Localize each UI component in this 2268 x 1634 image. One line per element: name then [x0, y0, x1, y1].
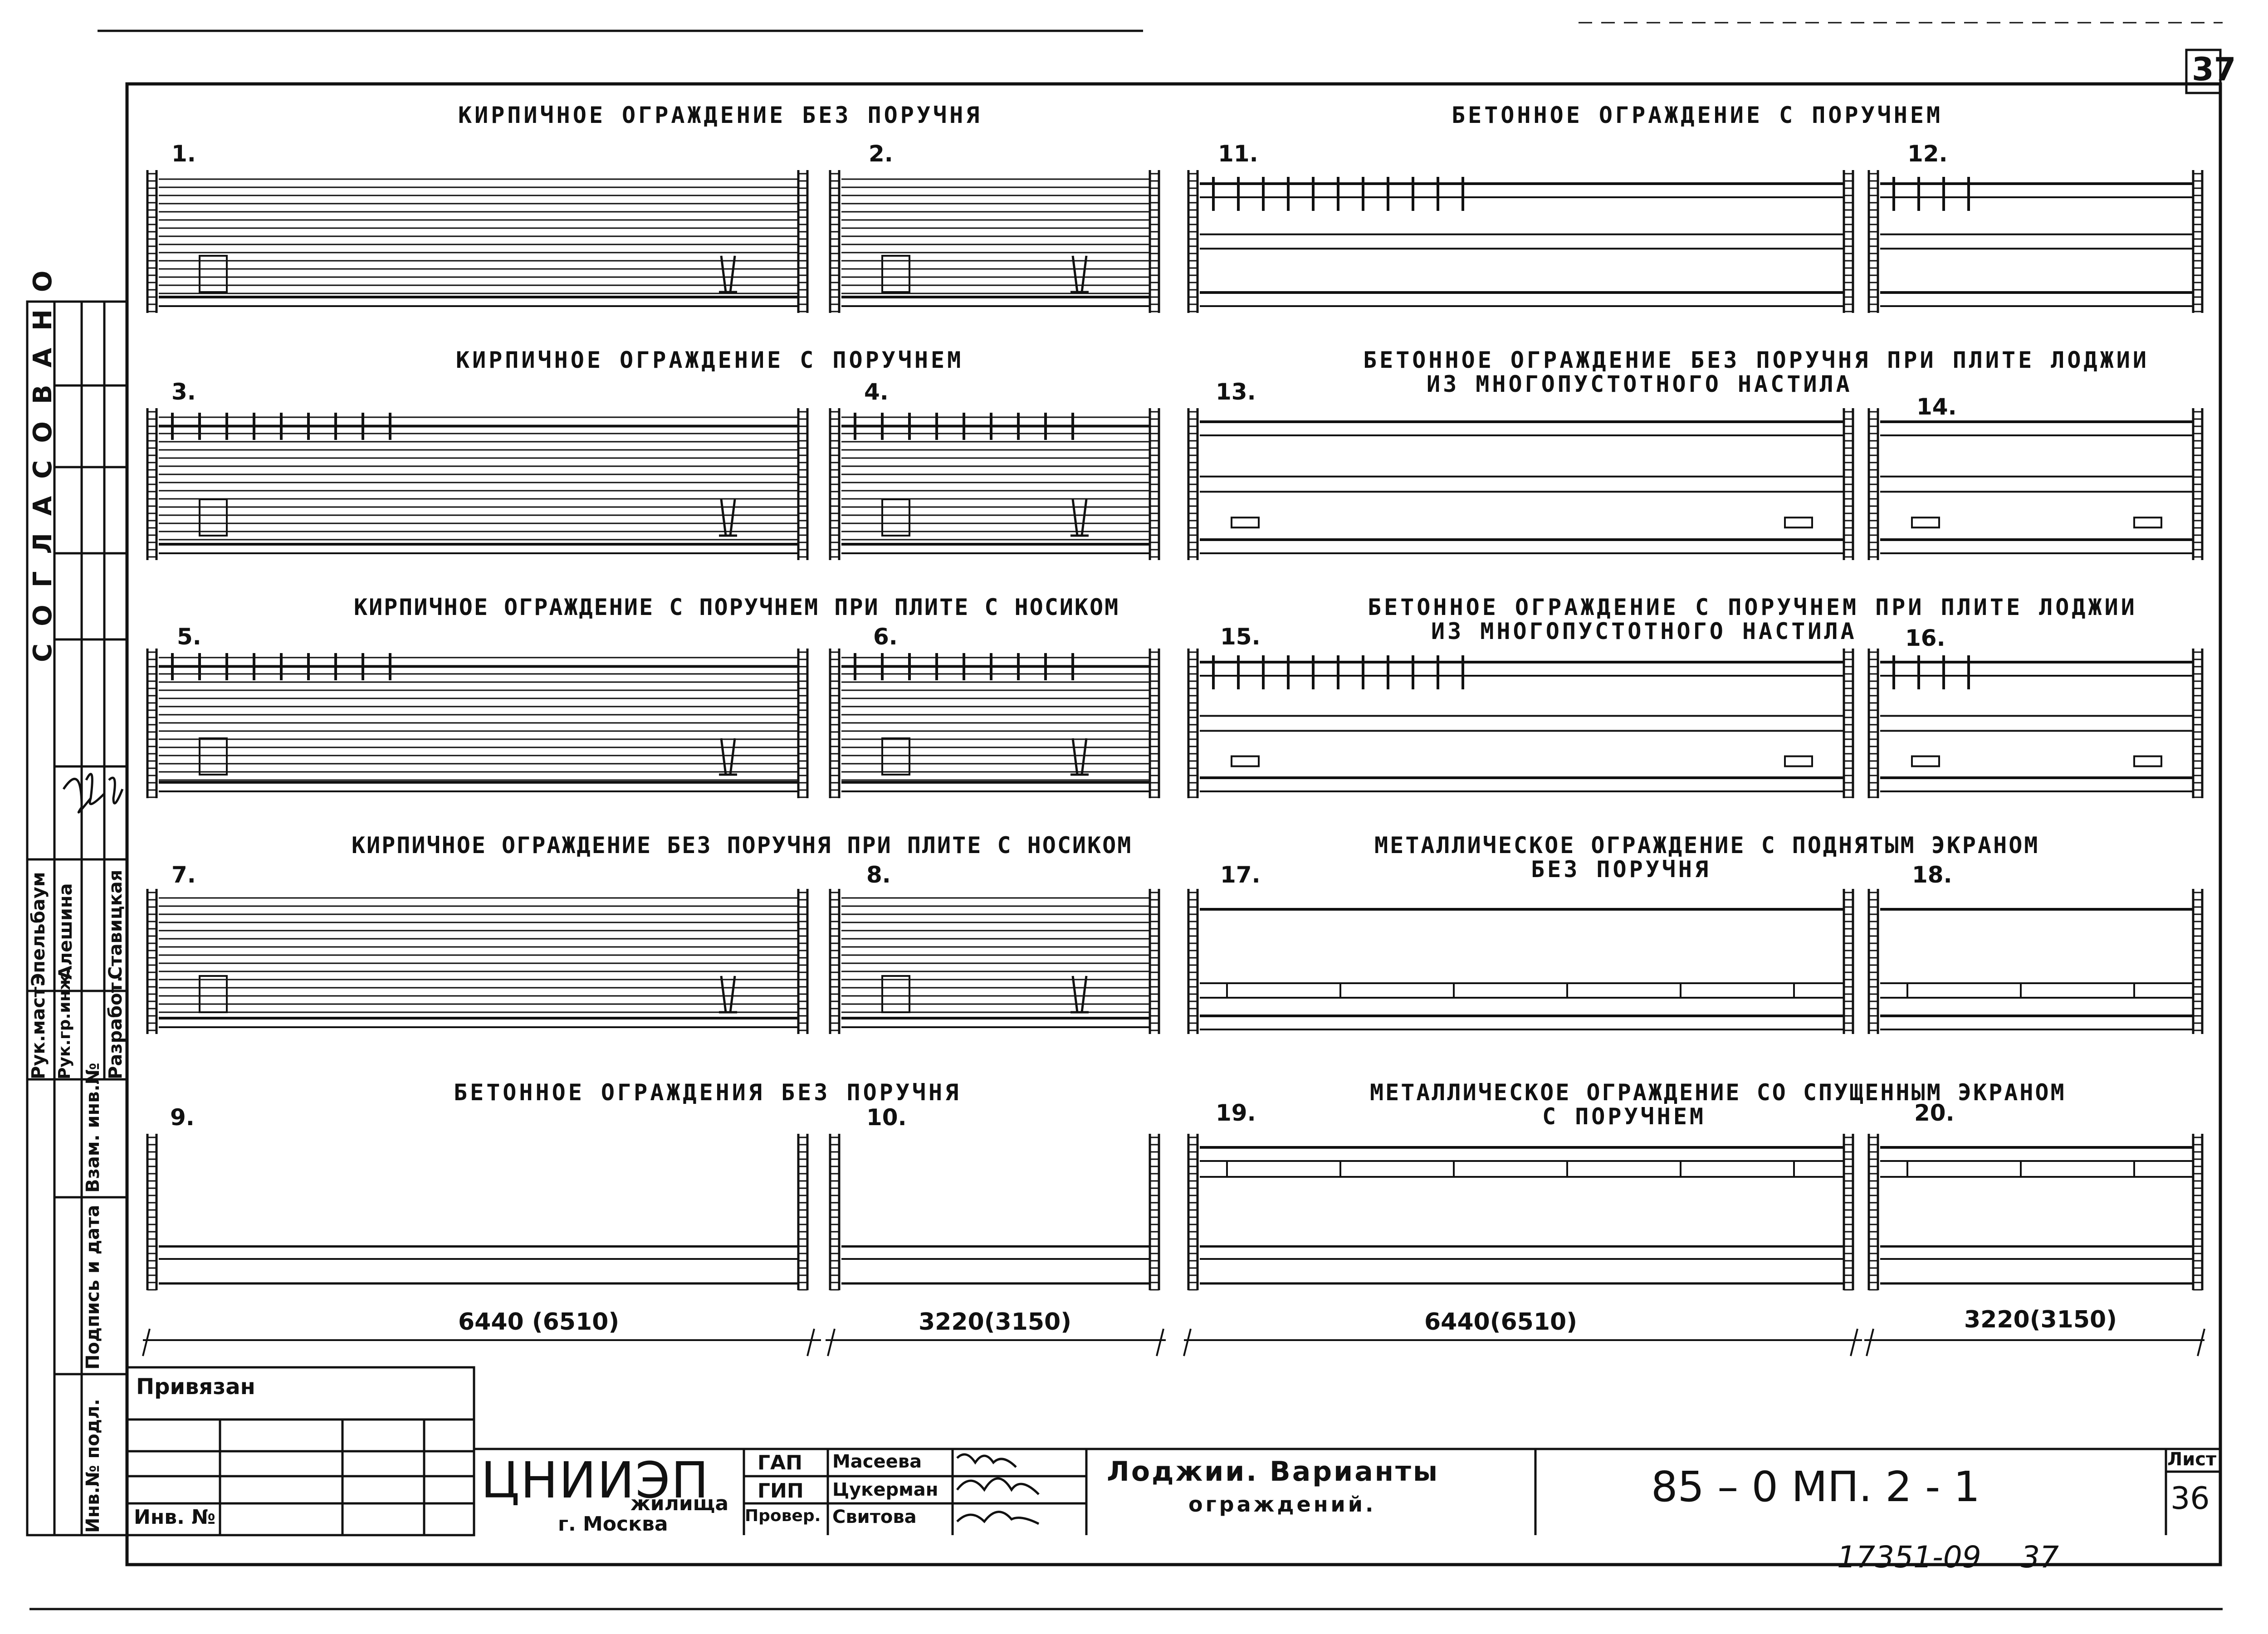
fence-panel-elevation — [1867, 408, 2204, 560]
fence-panel-elevation — [1867, 170, 2204, 313]
variant-number-12: 12. — [1907, 141, 1948, 167]
fence-panel-elevation — [146, 1134, 809, 1291]
signatures — [62, 773, 1040, 1525]
variant-number-4: 4. — [864, 379, 889, 405]
fence-panel-elevation — [829, 408, 1160, 560]
fence-panel-elevation — [1187, 889, 1854, 1034]
section-title-8: МЕТАЛЛИЧЕСКОЕ ОГРАЖДЕНИЕ С ПОДНЯТЫМ ЭКРА… — [1374, 832, 2040, 858]
dimension-label-3: 6440(6510) — [1424, 1308, 1577, 1336]
variant-number-18: 18. — [1912, 862, 1952, 888]
staff-name-svitova: Свитова — [832, 1507, 917, 1527]
variant-number-14: 14. — [1916, 394, 1957, 420]
section-title-9: БЕТОННОЕ ОГРАЖДЕНИЯ БЕЗ ПОРУЧНЯ — [454, 1079, 962, 1106]
fence-panel-elevation — [1187, 649, 1854, 798]
variant-number-2: 2. — [869, 141, 893, 167]
variant-number-11: 11. — [1218, 141, 1258, 167]
variant-number-1: 1. — [171, 141, 196, 167]
section-title-3: КИРПИЧНОЕ ОГРАЖДЕНИЕ С ПОРУЧНЕМ — [456, 347, 964, 373]
section-title-2: БЕТОННОЕ ОГРАЖДЕНИЕ С ПОРУЧНЕМ — [1452, 102, 1943, 128]
fence-panel-elevation — [1867, 889, 2204, 1034]
stamp-name-1: Эпельбаум — [28, 872, 49, 986]
bottom-page-number: 37 — [2021, 1540, 2059, 1575]
drawing-title-line2: ограждений. — [1188, 1492, 1376, 1517]
inv-no-label: Инв. № — [134, 1506, 216, 1529]
dimension-label-4: 3220(3150) — [1964, 1306, 2117, 1333]
stamp-field-vzam-inv: Взам. инв.№ — [83, 1063, 103, 1193]
fence-panel-elevation — [1867, 649, 2204, 798]
fence-panel-elevation — [146, 408, 809, 560]
fence-panel-elevation — [829, 649, 1160, 798]
fence-panels — [146, 170, 2204, 1291]
sheet-number: 36 — [2170, 1481, 2210, 1517]
org-city: г. Москва — [558, 1512, 668, 1536]
dimension-lines — [142, 1328, 2205, 1356]
section-title-6: БЕТОННОЕ ОГРАЖДЕНИЕ С ПОРУЧНЕМ ПРИ ПЛИТЕ… — [1368, 594, 2137, 620]
section-title-5: КИРПИЧНОЕ ОГРАЖДЕНИЕ С ПОРУЧНЕМ ПРИ ПЛИТ… — [354, 594, 1120, 620]
stamp-field-signature-date: Подпись и дата — [83, 1205, 103, 1370]
section-title-4: БЕТОННОЕ ОГРАЖДЕНИЕ БЕЗ ПОРУЧНЯ ПРИ ПЛИТ… — [1363, 347, 2149, 373]
fence-panel-elevation — [829, 889, 1160, 1034]
privyazan-label: Привязан — [136, 1374, 255, 1400]
section-title-10b: С ПОРУЧНЕМ — [1542, 1103, 1706, 1130]
variant-number-13: 13. — [1216, 379, 1256, 405]
staff-role-prover: Провер. — [745, 1507, 821, 1525]
variant-number-3: 3. — [171, 379, 196, 405]
variant-number-9: 9. — [170, 1104, 195, 1131]
fence-panel-elevation — [146, 889, 809, 1034]
variant-number-19: 19. — [1216, 1100, 1256, 1126]
side-stamp-lines — [26, 300, 128, 1536]
variant-number-8: 8. — [866, 862, 891, 888]
section-title-7: КИРПИЧНОЕ ОГРАЖДЕНИЕ БЕЗ ПОРУЧНЯ ПРИ ПЛИ… — [352, 832, 1133, 858]
fence-panel-elevation — [1187, 408, 1854, 560]
fence-panel-elevation — [146, 170, 809, 313]
fence-panel-elevation — [1867, 1134, 2204, 1291]
staff-name-tsukerman: Цукерман — [832, 1479, 938, 1500]
bottom-archive-note: 17351-09 — [1837, 1540, 1981, 1575]
variant-number-15: 15. — [1220, 624, 1261, 650]
title-block-lines — [126, 1366, 2220, 1536]
drawing-title-line1: Лоджии. Варианты — [1107, 1456, 1440, 1488]
org-name: ЦНИИЭП — [481, 1451, 710, 1509]
variant-number-17: 17. — [1220, 862, 1261, 888]
section-title-1: КИРПИЧНОЕ ОГРАЖДЕНИЕ БЕЗ ПОРУЧНЯ — [458, 102, 982, 128]
fence-panel-elevation — [1187, 170, 1854, 313]
stamp-name-2: Алешина — [55, 883, 76, 980]
fence-panel-elevation — [1187, 1134, 1854, 1291]
variant-number-7: 7. — [171, 862, 196, 888]
fence-panel-elevation — [146, 649, 809, 798]
approved-stamp-title: СОГЛАСОВАНО — [28, 253, 58, 662]
variant-number-16: 16. — [1905, 625, 1945, 651]
drawing-code: 85 – 0 МП. 2 - 1 — [1651, 1463, 1980, 1511]
staff-role-gap: ГАП — [758, 1451, 802, 1474]
section-title-4b: ИЗ МНОГОПУСТОТНОГО НАСТИЛА — [1427, 371, 1853, 397]
stamp-field-inv-podl: Инв.№ подл. — [83, 1399, 103, 1533]
dimension-label-2: 3220(3150) — [919, 1308, 1071, 1336]
staff-name-maseeva: Масеева — [832, 1451, 922, 1472]
section-title-8b: БЕЗ ПОРУЧНЯ — [1531, 856, 1711, 883]
stamp-role-2: Рук.гр.инж. — [55, 968, 74, 1079]
org-suffix: жилища — [631, 1492, 729, 1515]
sheet-label: Лист — [2167, 1449, 2217, 1470]
staff-role-gip: ГИП — [758, 1479, 804, 1502]
stamp-role-1: Рук.маст. — [28, 980, 49, 1079]
section-title-6b: ИЗ МНОГОПУСТОТНОГО НАСТИЛА — [1431, 618, 1857, 644]
variant-number-6: 6. — [873, 624, 898, 650]
corner-sheet-number: 37 — [2192, 51, 2236, 88]
section-title-10: МЕТАЛЛИЧЕСКОЕ ОГРАЖДЕНИЕ СО СПУЩЕННЫМ ЭК… — [1370, 1079, 2066, 1106]
variant-number-20: 20. — [1914, 1100, 1955, 1126]
stamp-role-3: Разработ. — [105, 976, 126, 1079]
variant-number-10: 10. — [866, 1104, 907, 1131]
dimension-label-1: 6440 (6510) — [458, 1308, 620, 1336]
stamp-name-3: Ставицкая — [105, 869, 126, 980]
fence-panel-elevation — [829, 1134, 1160, 1291]
fence-panel-elevation — [829, 170, 1160, 313]
variant-number-5: 5. — [177, 624, 201, 650]
